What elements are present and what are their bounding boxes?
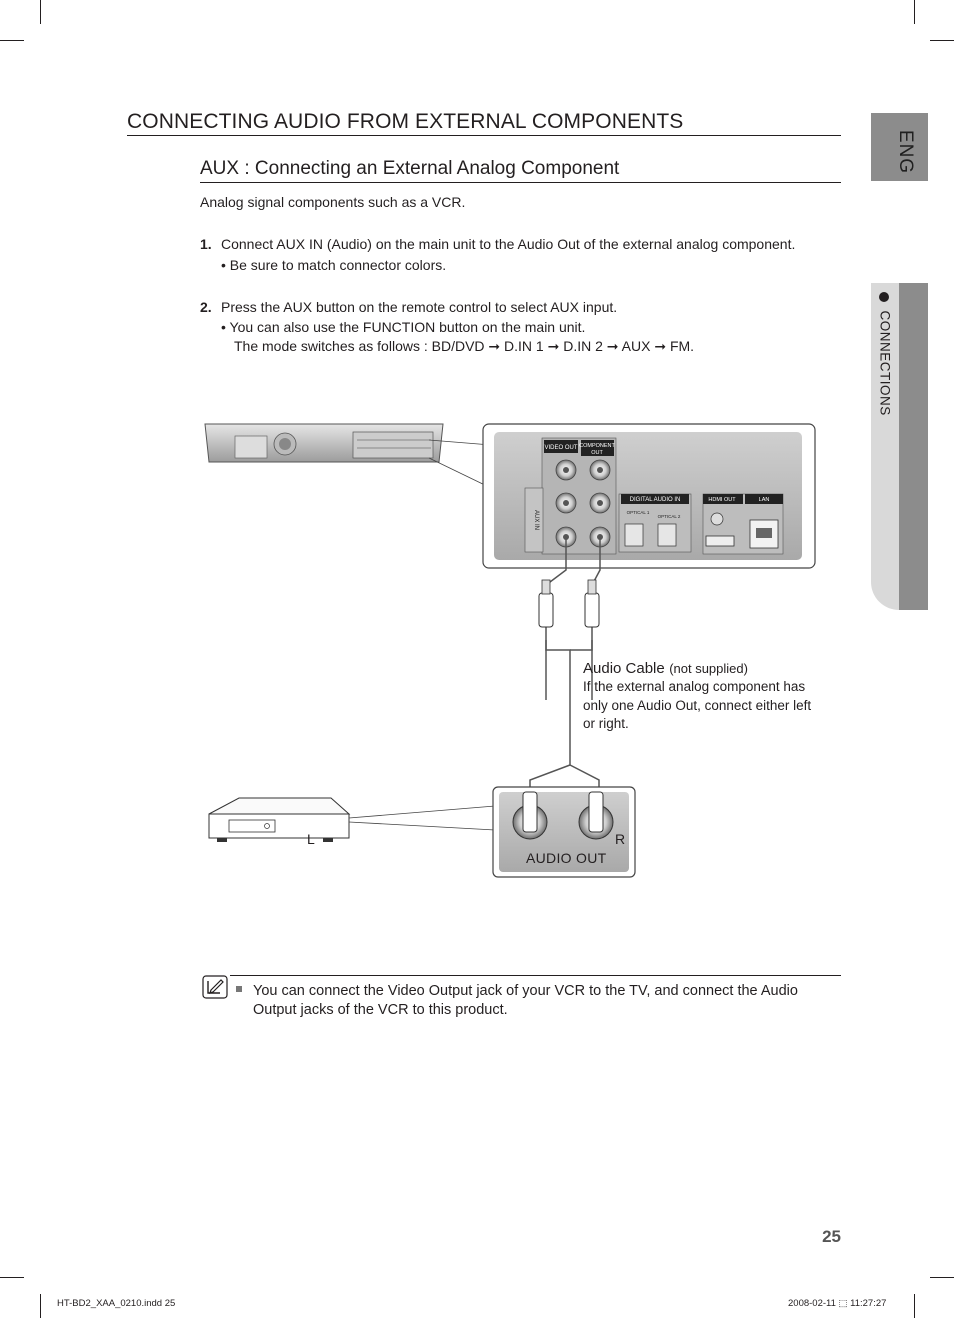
video-out-label: VIDEO OUT [544,445,577,451]
step-2-bullet-pre: • You can also use the [221,319,363,335]
audio-out-right-label: R [615,831,626,847]
digital-audio-in-label: DIGITAL AUDIO IN [630,497,681,503]
step-2-number: 2. [200,299,212,315]
audio-out-label: AUDIO OUT [526,850,607,866]
step-2-text-post: input. [579,299,618,315]
step-2-bullet-post: button on the main unit. [435,319,586,335]
crop-mark [930,1277,954,1278]
crop-mark [0,40,24,41]
language-tab: ENG [871,113,928,181]
chapter-bullet-icon [879,292,889,302]
rear-panel-enlarged: VIDEO OUT COMPONENT OUT AUX IN DIGITAL A… [482,423,816,569]
chapter-tab-strip [899,283,928,610]
svg-text:OPTICAL 1: OPTICAL 1 [627,510,650,515]
step-1-text: Connect AUX IN (Audio) on the main unit … [221,236,796,252]
note-bullet-icon [236,986,242,992]
language-tab-label: ENG [895,129,916,175]
note-pencil-icon [202,975,228,999]
section-title: CONNECTING AUDIO FROM EXTERNAL COMPONENT… [127,110,684,133]
function-button-name: FUNCTION [362,319,436,335]
audio-out-left-label: L [307,831,315,847]
mode-sequence-line: The mode switches as follows : BD/DVD ➞ … [234,337,694,356]
step-2-text-mid: button on the remote control to select [312,299,551,315]
step-2-text-pre: Press the [221,299,284,315]
aux-input-name: AUX [550,299,580,315]
aux-in-label: AUX IN [533,510,539,530]
note-rule [230,975,841,976]
section-title-rule [127,135,841,136]
main-unit-rear-illustration [204,423,444,463]
step-1-bullet: • Be sure to match connector colors. [221,257,447,273]
note-text: You can connect the Video Output jack of… [253,983,798,1018]
svg-text:OPTICAL 2: OPTICAL 2 [658,514,681,519]
mode-sequence: BD/DVD ➞ D.IN 1 ➞ D.IN 2 ➞ AUX ➞ FM [431,338,691,354]
footer-file: HT-BD2_XAA_0210.indd 25 [57,1298,176,1309]
lan-label: LAN [759,497,770,503]
cable-caption: Audio Cable (not supplied) If the extern… [583,660,823,734]
crop-mark [914,1294,915,1318]
step-1-number: 1. [200,236,212,252]
crop-mark [40,1294,41,1318]
chapter-tab-label: CONNECTIONS [877,310,893,416]
step-2-bullet: • You can also use the FUNCTION button o… [221,318,585,337]
connection-diagram: VIDEO OUT COMPONENT OUT AUX IN DIGITAL A… [204,423,816,878]
crop-mark [914,0,915,24]
component-out-label: COMPONENT [579,443,615,449]
svg-text:OUT: OUT [591,450,603,456]
mode-sequence-pre: The mode switches as follows : [234,338,432,354]
page-number: 25 [822,1227,841,1246]
cable-caption-note: (not supplied) [669,661,748,676]
hdmi-out-label: HDMI OUT [708,497,736,503]
audio-out-panel [492,786,636,878]
section-subtitle-rule [200,182,841,183]
mode-sequence-end: . [690,338,695,354]
crop-mark [930,40,954,41]
footer-timestamp: 2008-02-11 ⬚ 11:27:27 [788,1298,887,1309]
section-subtitle: AUX : Connecting an External Analog Comp… [200,158,620,179]
step-2-text: Press the AUX button on the remote contr… [221,298,617,317]
vcr-illustration [208,797,351,842]
crop-mark [0,1277,24,1278]
aux-button-name: AUX [283,299,313,315]
crop-mark [40,0,41,24]
cable-caption-body: If the external analog component has onl… [583,679,812,731]
intro-text: Analog signal components such as a VCR. [200,194,466,210]
cable-caption-title: Audio Cable [583,660,665,677]
